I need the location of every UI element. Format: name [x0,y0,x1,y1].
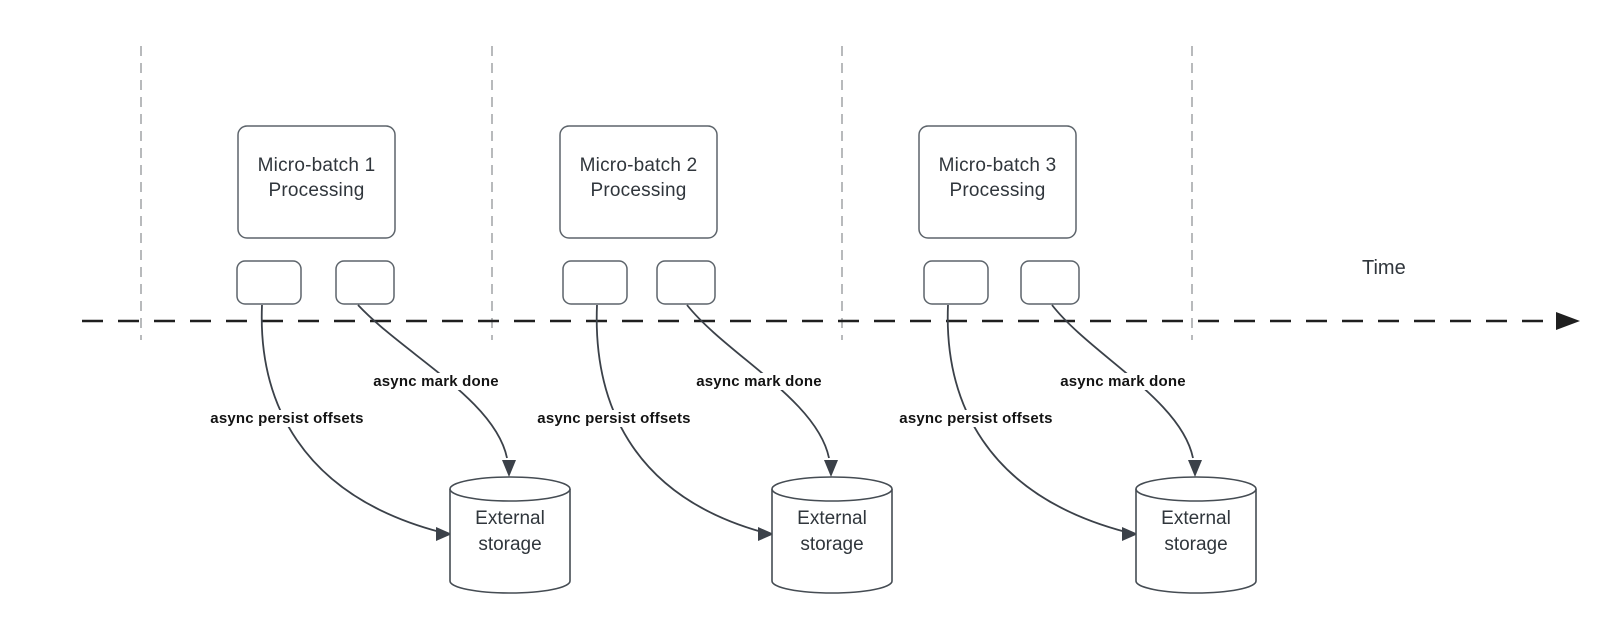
storage-label-2-line2: storage [800,534,864,555]
time-axis-arrowhead-icon [1556,312,1580,330]
persist-offsets-arrow-1 [260,304,441,533]
micro-batch-2-title-line1: Micro-batch 2 [579,155,698,176]
mark-done-arrowhead-2-icon [824,460,838,477]
micro-batch-1-task-a-box [236,260,302,305]
micro-batch-3-title: Micro-batch 3 Processing [919,153,1076,203]
mark-done-arrowhead-3-icon [1188,460,1202,477]
micro-batch-3-task-b-box [1020,260,1080,305]
micro-batch-1-title-line1: Micro-batch 1 [257,155,376,176]
micro-batch-2-box [559,125,718,239]
time-axis-label: Time [1362,257,1406,279]
micro-batch-3-box [918,125,1077,239]
persist-arrowhead-3-icon [1122,527,1138,541]
micro-batch-2-task-b-box [656,260,716,305]
persist-offsets-label-1: async persist offsets [207,410,367,427]
persist-offsets-arrow-2 [595,304,763,533]
storage-label-1-line2: storage [478,534,542,555]
storage-cylinder-1 [449,476,571,594]
storage-label-3: External storage [1136,506,1256,558]
storage-label-3-line1: External [1161,508,1231,529]
micro-batch-2-title: Micro-batch 2 Processing [560,153,717,203]
mark-done-label-3: async mark done [1057,373,1189,390]
storage-cylinder-2 [771,476,893,594]
micro-batch-2-title-line2: Processing [590,180,687,201]
storage-label-2-line1: External [797,508,867,529]
micro-batch-3-title-line1: Micro-batch 3 [938,155,1057,176]
persist-arrowhead-2-icon [758,527,774,541]
micro-batch-3-title-line2: Processing [949,180,1046,201]
storage-label-3-line2: storage [1164,534,1228,555]
persist-offsets-arrow-3 [946,304,1127,533]
micro-batch-3-task-a-box [923,260,989,305]
mark-done-arrowhead-1-icon [502,460,516,477]
micro-batch-1-task-b-box [335,260,395,305]
persist-arrowhead-1-icon [436,527,452,541]
storage-label-1: External storage [450,506,570,558]
micro-batch-1-box [237,125,396,239]
mark-done-label-2: async mark done [693,373,825,390]
storage-cylinder-3 [1135,476,1257,594]
storage-label-2: External storage [772,506,892,558]
persist-offsets-label-2: async persist offsets [534,410,694,427]
micro-batch-2-task-a-box [562,260,628,305]
storage-label-1-line1: External [475,508,545,529]
micro-batch-1-title-line2: Processing [268,180,365,201]
mark-done-label-1: async mark done [370,373,502,390]
micro-batch-1-title: Micro-batch 1 Processing [238,153,395,203]
persist-offsets-label-3: async persist offsets [896,410,1056,427]
